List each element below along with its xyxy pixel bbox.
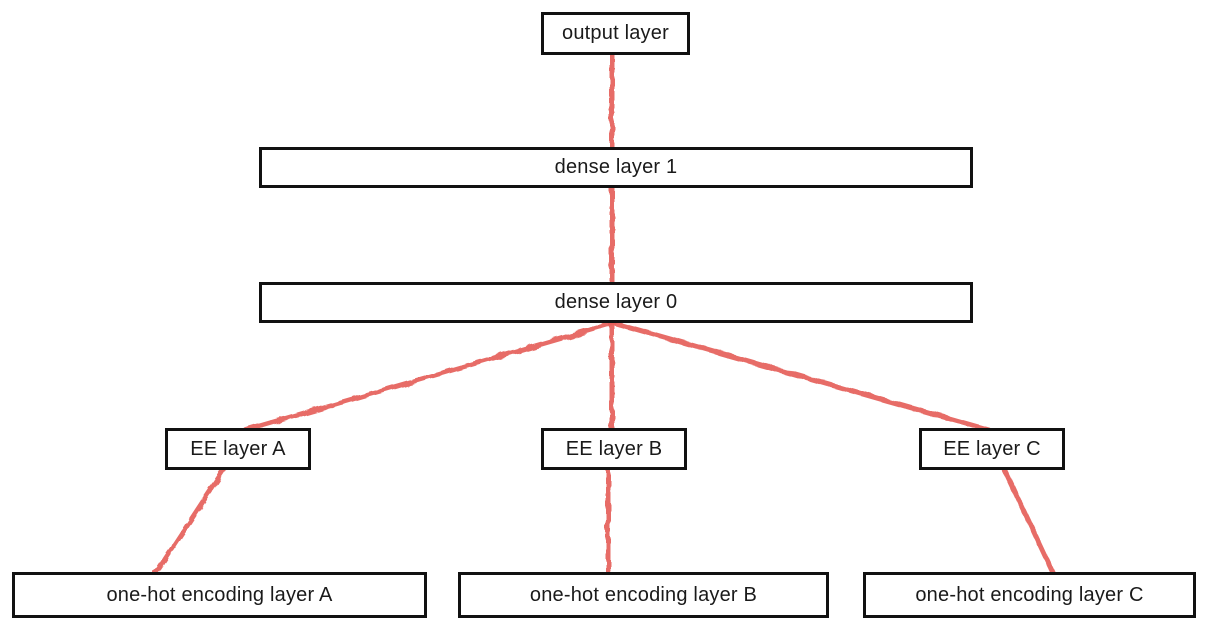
node-one-hot-encoding-layer-c: one-hot encoding layer C	[863, 572, 1196, 618]
edge-eeA-to-onehotA	[153, 465, 228, 576]
node-ee-layer-a: EE layer A	[165, 428, 311, 470]
node-dense-layer-0: dense layer 0	[259, 282, 973, 323]
edge-eeC-to-onehotC	[1001, 465, 1056, 576]
node-one-hot-encoding-layer-a: one-hot encoding layer A	[12, 572, 427, 618]
edge-dense0-to-eeC	[611, 320, 992, 433]
edge-dense0-to-eeA	[243, 320, 617, 433]
node-dense-layer-1: dense layer 1	[259, 147, 973, 188]
node-output-layer: output layer	[541, 12, 690, 55]
node-ee-layer-c: EE layer C	[919, 428, 1065, 470]
node-ee-layer-b: EE layer B	[541, 428, 687, 470]
node-one-hot-encoding-layer-b: one-hot encoding layer B	[458, 572, 829, 618]
